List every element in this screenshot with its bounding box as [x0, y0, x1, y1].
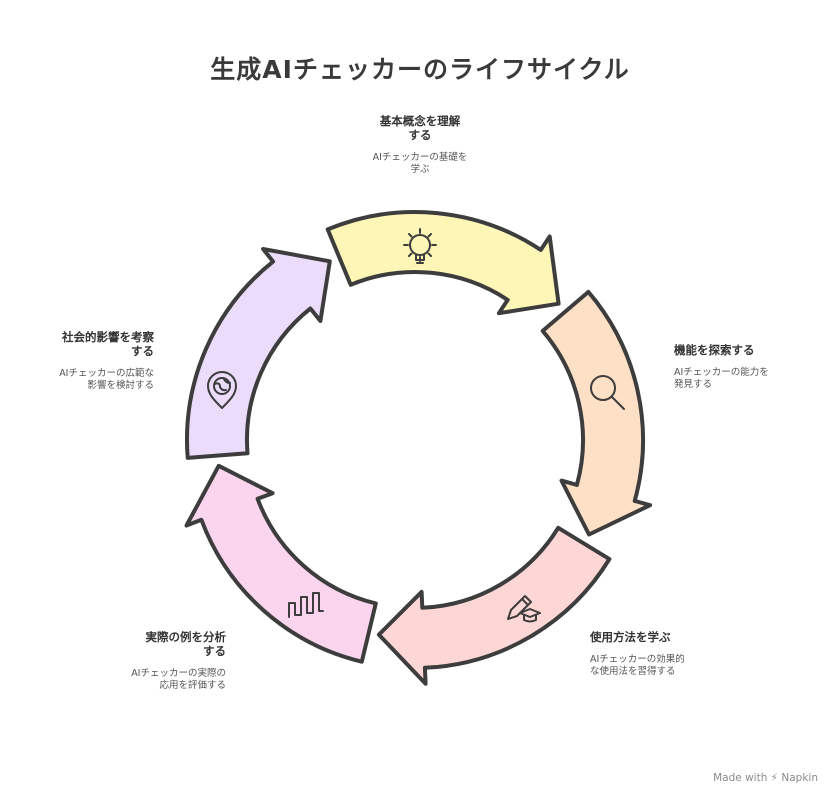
stage-4-label: 実際の例を分析する AIチェッカーの実際の応用を評価する: [76, 630, 226, 692]
stage-2-label: 機能を探索する AIチェッカーの能力を発見する: [674, 343, 824, 391]
page-title: 生成AIチェッカーのライフサイクル: [210, 55, 630, 84]
gear-bulb-icon: [403, 228, 437, 264]
stage-2-heading: 機能を探索する: [674, 343, 755, 357]
stage-5-heading: 社会的影響を考察する: [62, 330, 154, 358]
stage-1-arrow-segment: [325, 210, 561, 316]
stage-5-label: 社会的影響を考察する AIチェッカーの広範な影響を検討する: [4, 330, 154, 392]
waveform-icon: [288, 592, 324, 618]
stage-2-description: AIチェッカーの能力を発見する: [674, 367, 769, 390]
stage-3-arrow-segment: [376, 525, 612, 686]
stage-4-arrow-segment: [184, 463, 378, 664]
stage-3-label: 使用方法を学ぶ AIチェッカーの効果的な使用法を習得する: [590, 630, 740, 678]
stage-5-description: AIチェッカーの広範な影響を検討する: [59, 368, 154, 391]
stage-1-description: AIチェッカーの基礎を学ぶ: [372, 152, 468, 175]
stage-2-arrow-segment: [540, 289, 653, 537]
stage-1-label: 基本概念を理解する AIチェッカーの基礎を学ぶ: [350, 114, 490, 176]
globe-pin-icon: [207, 371, 237, 409]
stage-1-heading: 基本概念を理解する: [379, 114, 461, 142]
stage-4-heading: 実際の例を分析する: [145, 630, 227, 658]
stage-5-arrow-segment: [185, 247, 332, 460]
pencil-cap-icon: [507, 595, 541, 623]
stage-3-heading: 使用方法を学ぶ: [590, 630, 671, 644]
stage-3-description: AIチェッカーの効果的な使用法を習得する: [590, 654, 685, 677]
magnifier-icon: [590, 375, 625, 410]
stage-4-description: AIチェッカーの実際の応用を評価する: [131, 668, 226, 691]
napkin-credit: Made with ⚡ Napkin: [713, 772, 818, 784]
